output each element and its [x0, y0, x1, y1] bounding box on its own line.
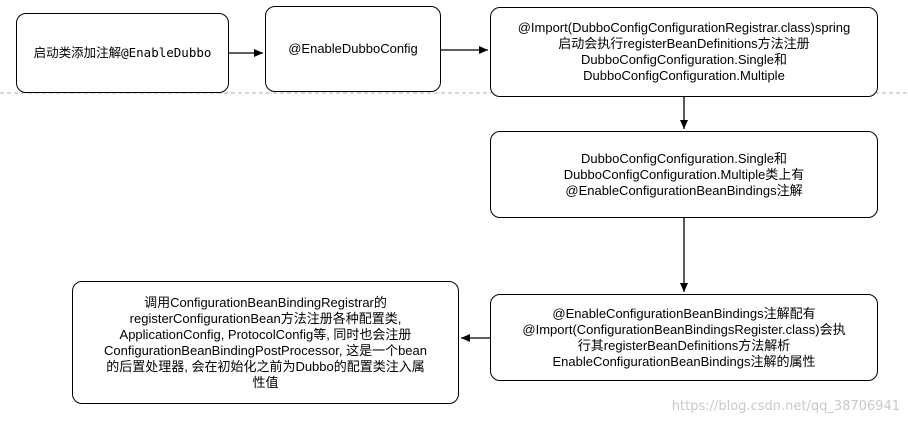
node-text-line: 启动会执行registerBeanDefinitions方法注册 [558, 36, 810, 51]
node-text-line: ApplicationConfig, ProtocolConfig等, 同时也会… [119, 326, 412, 342]
node-text-line: DubboConfigConfiguration.Multiple类上有 [563, 166, 805, 182]
node-text-line: EnableConfigurationBeanBindings注解的属性 [552, 353, 816, 369]
node-text-line: @EnableConfigurationBeanBindings注解配有 [552, 305, 816, 321]
node-config-classes: DubboConfigConfiguration.Single和 DubboCo… [490, 131, 878, 218]
node-text-line: @EnableDubboConfig [288, 41, 418, 56]
node-enable-dubbo: 启动类添加注解@EnableDubbo [16, 13, 229, 93]
node-text-line: ConfigurationBeanBindingPostProcessor, 这… [103, 342, 427, 358]
node-enable-dubbo-config: @EnableDubboConfig [265, 6, 441, 92]
node-import-registrar: @Import(DubboConfigConfigurationRegistra… [490, 7, 878, 97]
node-text-line: 性值 [252, 374, 279, 390]
node-text-line: DubboConfigConfiguration.Single和 [581, 52, 787, 67]
node-text-line: @EnableConfigurationBeanBindings注解 [565, 182, 803, 198]
node-text-line: 启动类添加注解@EnableDubbo [33, 45, 212, 60]
node-text-line: 行其registerBeanDefinitions方法解析 [577, 337, 791, 353]
node-text-line: registerConfigurationBean方法注册各种配置类, [129, 310, 402, 326]
node-binding-registrar: 调用ConfigurationBeanBindingRegistrar的 reg… [72, 281, 459, 404]
node-bean-bindings-register: @EnableConfigurationBeanBindings注解配有 @Im… [490, 294, 878, 381]
node-text-line: 调用ConfigurationBeanBindingRegistrar的 [144, 294, 387, 310]
watermark-text: https://blog.csdn.net/qq_38706941 [671, 399, 900, 414]
node-text-line: DubboConfigConfiguration.Multiple [583, 68, 785, 83]
node-text-line: DubboConfigConfiguration.Single和 [581, 150, 787, 166]
node-text-line: 的后置处理器, 会在初始化之前为Dubbo的配置类注入属 [106, 358, 425, 374]
node-text-line: @Import(ConfigurationBeanBindingsRegiste… [522, 321, 846, 337]
node-text-line: @Import(DubboConfigConfigurationRegistra… [517, 20, 851, 35]
